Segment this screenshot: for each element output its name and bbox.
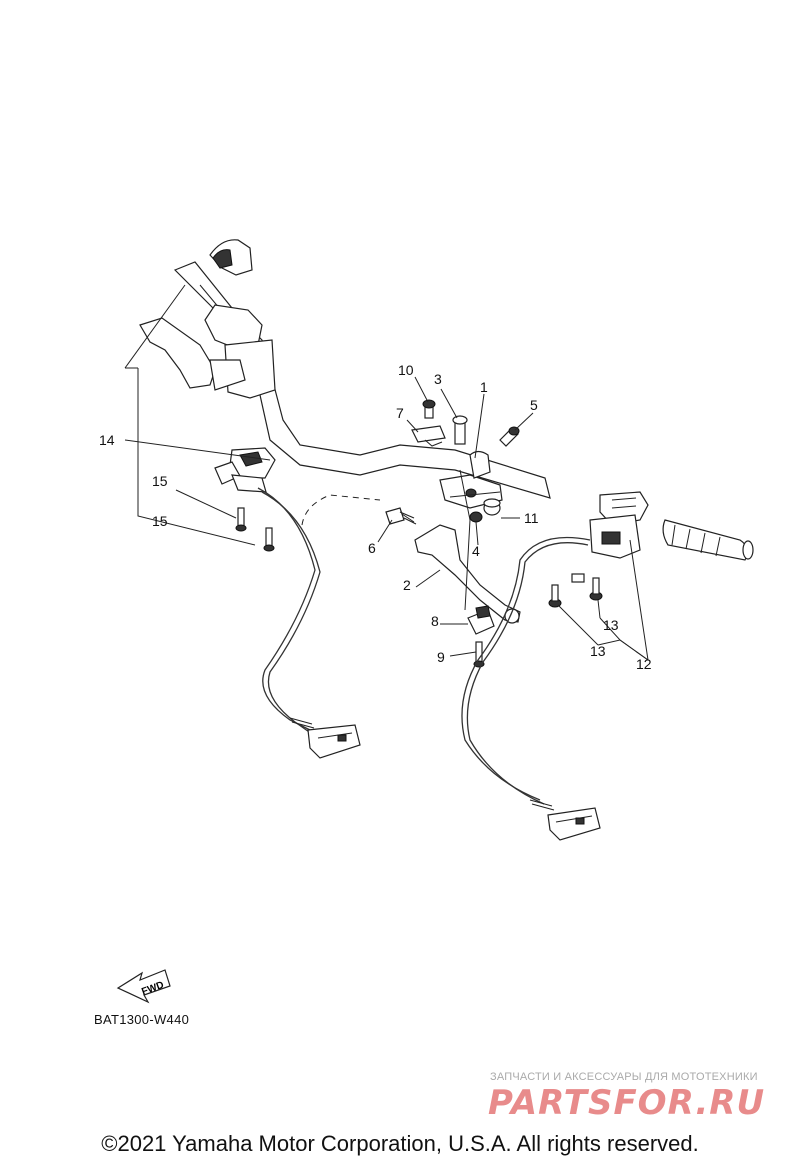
collar-11 [483,498,501,516]
bushing-4 [469,511,483,523]
callout-3: 3 [434,371,442,387]
small-block [571,573,585,583]
fwd-arrow-icon: FWD [116,969,171,1004]
callout-4: 4 [472,543,480,559]
bolt-10 [422,399,436,419]
leader-lines [124,284,649,661]
right-switch [589,491,649,559]
right-connector [529,799,601,841]
callout-8: 8 [431,613,439,629]
callout-6: 6 [368,540,376,556]
callout-12: 12 [636,656,652,672]
block-8 [467,605,495,635]
screw-15b [263,527,275,552]
callout-10: 10 [398,362,414,378]
callout-labels: 1 2 3 4 5 6 7 8 9 10 11 12 13 13 14 15 1… [99,362,652,672]
callout-7: 7 [396,405,404,421]
screw-13a [548,584,562,608]
screw-15a [235,507,247,532]
left-switch-lower [214,447,276,493]
screw-5 [499,426,520,447]
callout-15b: 15 [152,513,168,529]
callout-13b: 13 [590,643,606,659]
bolt-6 [385,507,417,525]
callout-15a: 15 [152,473,168,489]
clutch-cable-outline [301,494,381,526]
callout-1: 1 [480,379,488,395]
watermark-subtitle: ЗАПЧАСТИ И АКСЕССУАРЫ ДЛЯ МОТОТЕХНИКИ [490,1071,758,1083]
left-switch-cable [257,487,316,731]
watermark-logo: PARTSFOR.RU [488,1083,766,1123]
throttle-grip [662,519,754,561]
clip-7 [411,425,446,447]
left-connector [289,717,361,759]
callout-13a: 13 [603,617,619,633]
callout-11: 11 [524,510,539,526]
callout-9: 9 [437,649,445,665]
copyright-notice: ©2021 Yamaha Motor Corporation, U.S.A. A… [101,1131,699,1156]
callout-5: 5 [530,397,538,413]
left-switch-upper [139,239,276,399]
right-switch-cable [461,536,591,801]
callout-14: 14 [99,432,115,448]
bolt-3 [452,415,468,445]
diagram-code: BAT1300-W440 [94,1012,190,1027]
callout-2: 2 [403,577,411,593]
screw-13b [589,577,603,601]
